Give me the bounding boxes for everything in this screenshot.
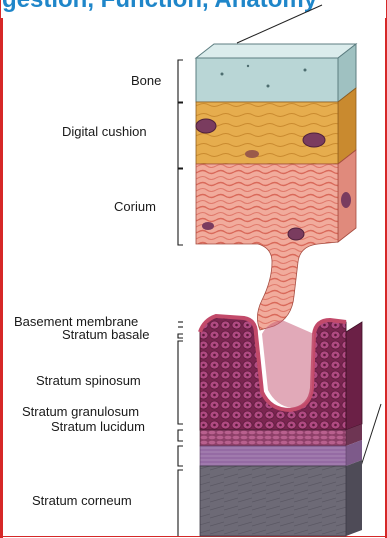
label-corium: Corium <box>114 199 156 214</box>
bone-bracket <box>178 60 183 102</box>
label-bone: Bone <box>131 73 161 88</box>
label-stratum-basale: Stratum basale <box>62 327 149 342</box>
label-stratum-granulosum: Stratum granulosum <box>22 404 139 419</box>
label-stratum-corneum: Stratum corneum <box>32 493 132 508</box>
label-stratum-spinosum: Stratum spinosum <box>36 373 141 388</box>
label-stratum-lucidum: Stratum lucidum <box>51 419 145 434</box>
label-digital-cushion: Digital cushion <box>62 124 147 139</box>
